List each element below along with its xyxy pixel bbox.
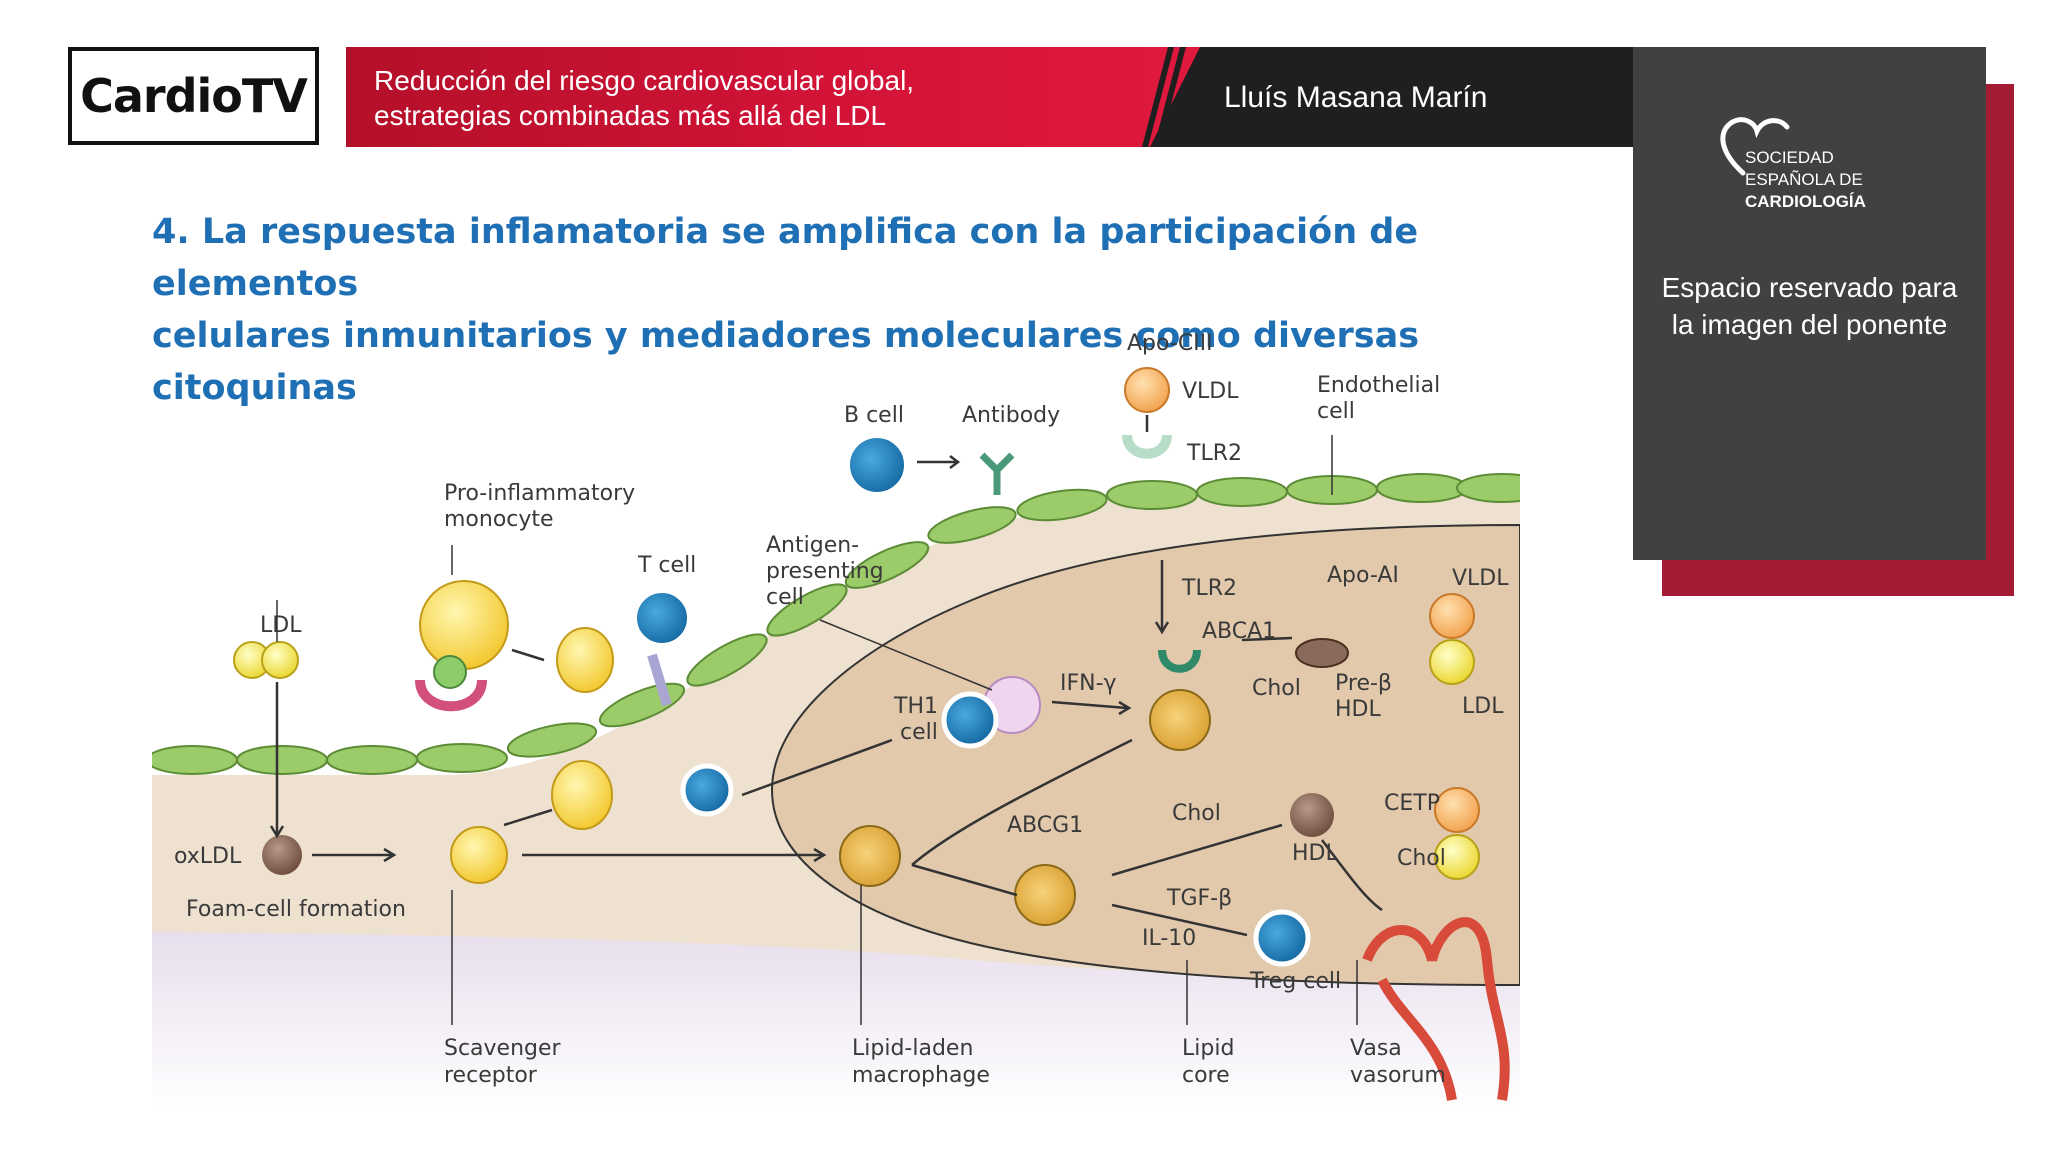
sec-logo-text: SOCIEDAD ESPAÑOLA DE CARDIOLOGÍA [1745, 148, 1866, 211]
th1-cell [941, 691, 999, 749]
vldl-particle-top [1124, 367, 1170, 413]
talk-title-banner: Reducción del riesgo cardiovascular glob… [346, 47, 1226, 147]
treg-cell [1253, 909, 1311, 967]
label-abca1: ABCA1 [1202, 619, 1276, 644]
label-vasa-2: vasorum [1350, 1063, 1446, 1088]
speaker-banner: Lluís Masana Marín [1150, 47, 1640, 147]
label-pro-inflammatory-2: monocyte [444, 507, 554, 532]
monocyte-ligand [433, 655, 467, 689]
pre-beta-hdl [1295, 638, 1349, 668]
label-endothelial-1: Endothelial [1317, 373, 1440, 398]
macrophage-abcg1 [1014, 864, 1076, 926]
label-apo-ciii: Apo-CIII [1127, 331, 1213, 356]
label-t-cell: T cell [637, 553, 696, 578]
speaker-image-placeholder: SOCIEDAD ESPAÑOLA DE CARDIOLOGÍA Espacio… [1633, 47, 1986, 560]
b-cell [844, 432, 910, 498]
label-th1-1: TH1 [893, 694, 938, 719]
label-il10: IL-10 [1142, 926, 1196, 951]
ldl-particle-b [261, 641, 299, 679]
migrating-monocyte-bottom [551, 760, 613, 830]
reserved-text: Espacio reservado para la imagen del pon… [1661, 272, 1958, 340]
label-treg: Treg cell [1249, 969, 1341, 994]
label-lipid-core-2: core [1182, 1063, 1230, 1088]
banner-stripes [1142, 47, 1186, 147]
label-apc-3: cell [766, 585, 804, 610]
tlr2-receptor-top [1122, 434, 1172, 459]
talk-title: Reducción del riesgo cardiovascular glob… [374, 65, 915, 131]
label-hdl: HDL [1292, 841, 1338, 866]
label-antibody: Antibody [962, 403, 1060, 428]
label-scavenger-2: receptor [444, 1063, 538, 1088]
lipid-laden-macrophage [839, 825, 901, 887]
label-cetp: CETP [1384, 791, 1440, 816]
label-th1-2: cell [900, 720, 938, 745]
cardiotv-logo: CardioTV [68, 47, 319, 145]
label-chol-2: Chol [1172, 801, 1221, 826]
migrating-monocyte-top [556, 627, 614, 693]
label-foam: Foam-cell formation [186, 897, 406, 922]
oxldl-particle [262, 835, 302, 875]
label-scavenger-1: Scavenger [444, 1036, 562, 1061]
slide-title: 4. La respuesta inflamatoria se amplific… [152, 212, 1420, 408]
label-apc-1: Antigen- [766, 533, 859, 558]
speaker-name: Lluís Masana Marín [1224, 81, 1488, 114]
label-pre-beta-2: HDL [1335, 697, 1381, 722]
t-cell-receptor [647, 653, 672, 707]
hdl-particle [1290, 793, 1334, 837]
heart-logo-icon [1720, 117, 1790, 176]
label-b-cell: B cell [844, 403, 904, 428]
label-vldl-top: VLDL [1182, 379, 1239, 404]
leader-lines [276, 435, 1358, 1025]
label-lipid-core-1: Lipid [1182, 1036, 1234, 1061]
label-ifn: IFN-γ [1060, 671, 1117, 696]
pink-receptor [415, 679, 487, 712]
antibody-icon [979, 452, 1015, 495]
label-pre-beta-1: Pre-β [1335, 671, 1392, 696]
ldl-particle-right [1429, 639, 1475, 685]
vldl-particle-right [1429, 593, 1475, 639]
tlr2-receptor-mid [1158, 649, 1201, 673]
label-apc-2: presenting [766, 559, 884, 584]
brand-text: CardioTV [80, 69, 308, 123]
cetp-yellow [1434, 834, 1480, 880]
label-lipid-mac-1: Lipid-laden [852, 1036, 973, 1061]
foam-cell [450, 826, 508, 884]
label-abcg1: ABCG1 [1007, 813, 1083, 838]
label-tlr2-mid: TLR2 [1181, 576, 1237, 601]
t-cell-tissue [680, 763, 734, 817]
label-tlr2-top: TLR2 [1186, 441, 1242, 466]
diagram-arrows [269, 415, 1383, 937]
endothelial-cell-layer [152, 473, 1520, 775]
label-vldl-right: VLDL [1452, 566, 1509, 591]
label-chol-3: Chol [1397, 846, 1446, 871]
vasa-vasorum-vessels [1362, 917, 1510, 1101]
t-cell [631, 587, 693, 649]
label-apo-ai: Apo-AI [1327, 563, 1399, 588]
label-oxldl: oxLDL [174, 844, 242, 869]
label-ldl-right: LDL [1462, 694, 1504, 719]
label-lipid-mac-2: macrophage [852, 1063, 990, 1088]
cetp-orange [1434, 787, 1480, 833]
label-tgf: TGF-β [1166, 886, 1232, 911]
label-vasa-1: Vasa [1350, 1036, 1402, 1061]
pro-inflammatory-monocyte [419, 580, 509, 670]
macrophage-abca1 [1149, 689, 1211, 751]
label-chol-1: Chol [1252, 676, 1301, 701]
atherosclerosis-diagram: Apo-CIII VLDL TLR2 Endothelial cell B ce… [152, 331, 1520, 1110]
label-pro-inflammatory-1: Pro-inflammatory [444, 481, 635, 506]
label-endothelial-2: cell [1317, 399, 1355, 424]
label-ldl-left: LDL [260, 613, 302, 638]
